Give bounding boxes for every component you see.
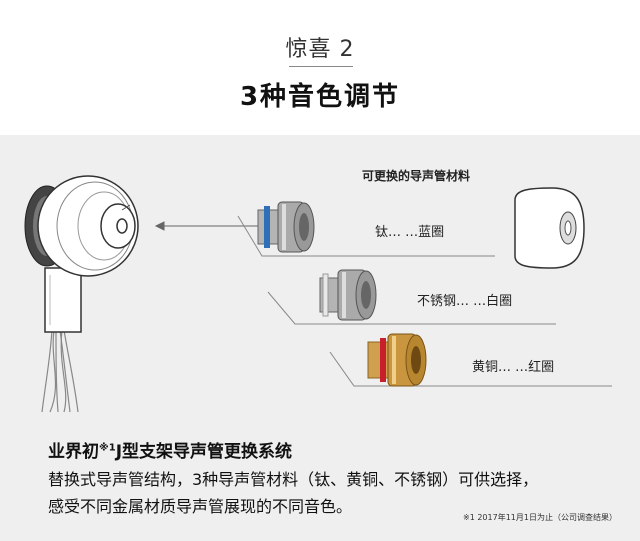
description-line-3: 感受不同金属材质导声管展现的不同音色。 <box>48 497 353 516</box>
titanium-tube-icon <box>257 201 315 253</box>
section-subtitle: 惊喜 2 <box>285 37 355 62</box>
stainless-tube-icon <box>319 269 377 321</box>
stainless-label: 不锈钢… …白圈 <box>417 294 513 309</box>
title-divider <box>289 66 353 67</box>
guide-lines <box>237 215 612 387</box>
description-line-2: 替换式导声管结构，3种导声管材料（钛、黄铜、不锈钢）可供选择， <box>48 470 539 489</box>
section-title: 3种音色调节 <box>239 82 401 112</box>
eartip-icon <box>514 187 585 269</box>
earphone-cable <box>41 329 79 413</box>
insert-arrow <box>154 221 258 231</box>
earphone-stem <box>44 267 82 333</box>
headline-rest: J型支架导声管更换系统 <box>115 442 293 462</box>
headline-main: 业界初 <box>48 442 99 462</box>
brass-tube-icon <box>367 333 427 387</box>
footnote-marker: ※1 <box>99 442 116 454</box>
titanium-label: 钛… …蓝圈 <box>375 225 445 240</box>
footnote-text: ※1 2017年11月1日为止（公司调查结果） <box>463 513 617 522</box>
earphone-body-icon <box>24 175 139 277</box>
description-headline: 业界初※1J型支架导声管更换系统 <box>48 437 292 462</box>
brass-label: 黄铜… …红圈 <box>472 360 555 375</box>
materials-heading: 可更换的导声管材料 <box>362 169 471 183</box>
header-section: 惊喜 2 3种音色调节 <box>0 0 640 135</box>
